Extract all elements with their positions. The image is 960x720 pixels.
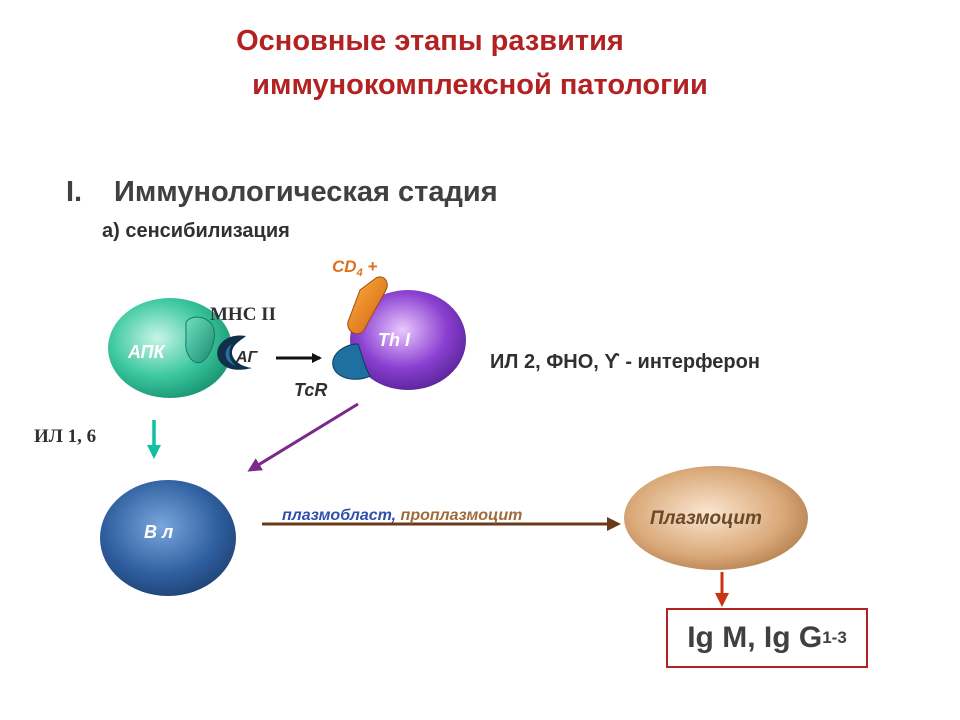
plasmoblast-label: плазмобласт, проплазмоцит xyxy=(282,507,522,524)
plasmocyte-label: Плазмоцит xyxy=(650,508,762,529)
ig-subscript: 1-3 xyxy=(822,628,847,647)
b-cell-label: В л xyxy=(144,522,173,542)
subsection-heading: а) сенсибилизация xyxy=(102,220,290,242)
section-heading: I. Иммунологическая стадия xyxy=(66,176,498,209)
cd4-label: CD4 + xyxy=(332,257,377,279)
antigen-label: АГ xyxy=(235,349,259,366)
title-line-1: Основные этапы развития xyxy=(236,25,624,57)
th-cell xyxy=(350,290,466,390)
antigen-crescent-inner xyxy=(225,344,236,366)
tcr-receptor xyxy=(332,343,371,380)
apc-label: АПК xyxy=(127,342,166,362)
b-cell xyxy=(100,480,236,596)
tcr-label: TcR xyxy=(294,380,327,400)
apc-cytokines-label: ИЛ 1, 6 xyxy=(34,426,96,447)
antigen-crescent xyxy=(217,335,252,370)
th-cytokines-label: ИЛ 2, ФНО, ϒ - интерферон xyxy=(490,351,760,373)
section-label: Иммунологическая стадия xyxy=(114,176,498,208)
title-line-2: иммунокомплексной патологии xyxy=(252,69,708,101)
plasmocyte-cell xyxy=(624,466,808,570)
arrow-th-to-b xyxy=(247,402,359,472)
mhc-receptor xyxy=(185,316,215,364)
cd4-receptor xyxy=(347,276,388,335)
mhc-label: MHC II xyxy=(210,304,276,325)
ig-main-label: Ig M, Ig G xyxy=(687,621,823,654)
section-number: I. xyxy=(66,176,83,208)
th-label: Th I xyxy=(378,330,411,350)
